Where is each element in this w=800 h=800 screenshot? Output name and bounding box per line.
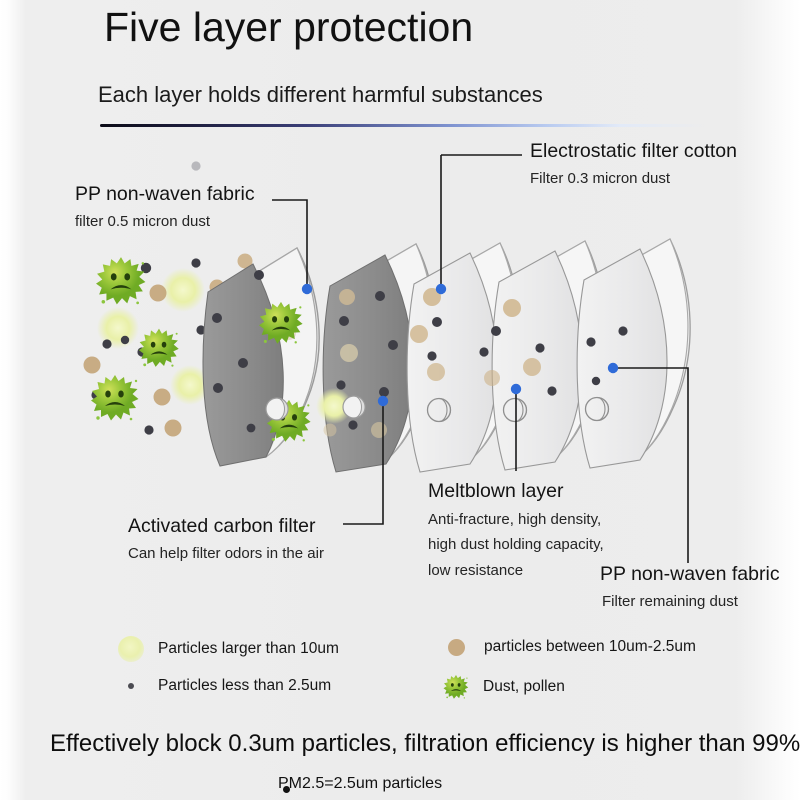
vent-mark-3 (426, 397, 452, 423)
callout-title: Meltblown layer (428, 480, 564, 502)
callout-subtitle-line-1: Anti-fracture, high density, (428, 511, 602, 528)
germ-cluster-left (91, 257, 257, 424)
legend-label: Dust, pollen (483, 678, 565, 695)
legend-label: particles between 10um-2.5um (484, 638, 696, 655)
connector-dots (301, 283, 619, 407)
mask-layer-5-pp-non-waven-inner (576, 238, 691, 469)
legend-item-germ: Dust, pollen (443, 674, 565, 700)
callout-subtitle: Can help filter odors in the air (128, 545, 324, 562)
callout-title: PP non-waven fabric (600, 563, 780, 585)
mask-layer-3-electrostatic-filter-cotton (406, 242, 521, 473)
germ-icon (443, 674, 469, 700)
legend-item-large-particle: Particles larger than 10um (118, 636, 339, 662)
callout-subtitle: filter 0.5 micron dust (75, 213, 211, 230)
callout-meltblown-layer: Meltblown layer Anti-fracture, high dens… (428, 480, 604, 582)
header-divider (100, 124, 705, 127)
footer-bullet-icon (283, 786, 290, 793)
callout-pp-non-waven-left: PP non-waven fabric filter 0.5 micron du… (75, 183, 255, 232)
page-title: Five layer protection (104, 4, 474, 50)
callout-electrostatic-filter-cotton: Electrostatic filter cotton Filter 0.3 m… (530, 140, 737, 189)
medium-particle-icon (448, 638, 465, 656)
legend-item-small-particle: Particles less than 2.5um (118, 677, 331, 695)
footer-headline: Effectively block 0.3um particles, filtr… (50, 730, 800, 757)
large-particle-icon (118, 636, 144, 662)
mask-layer-2-activated-carbon (316, 243, 437, 473)
callout-subtitle-line-2: high dust holding capacity, (428, 536, 604, 554)
vent-mark-4 (502, 397, 528, 423)
callout-title: Electrostatic filter cotton (530, 140, 737, 162)
legend-label: Particles less than 2.5um (158, 677, 332, 694)
vent-mark-5 (584, 396, 610, 422)
footer-note: PM2.5=2.5um particles (278, 775, 443, 792)
small-particle-icon (128, 683, 134, 689)
legend: Particles larger than 10um particles bet… (118, 632, 778, 702)
vent-mark-2 (342, 395, 366, 419)
callout-activated-carbon-filter: Activated carbon filter Can help filter … (128, 515, 324, 564)
callout-title: Activated carbon filter (128, 515, 316, 537)
vent-mark-1 (265, 397, 289, 421)
callout-subtitle: Filter remaining dust (602, 593, 738, 610)
page-subtitle: Each layer holds different harmful subst… (98, 82, 543, 107)
callout-pp-non-waven-right: PP non-waven fabric Filter remaining dus… (600, 563, 780, 612)
legend-label: Particles larger than 10um (158, 640, 339, 657)
legend-item-medium-particle: particles between 10um-2.5um (443, 638, 696, 656)
callout-subtitle-line-3: low resistance (428, 561, 524, 579)
mask-layer-1-pp-non-waven (202, 247, 320, 467)
callout-title: PP non-waven fabric (75, 183, 255, 205)
callout-subtitle: Filter 0.3 micron dust (530, 170, 671, 187)
mask-layer-4-meltblown (484, 240, 606, 471)
